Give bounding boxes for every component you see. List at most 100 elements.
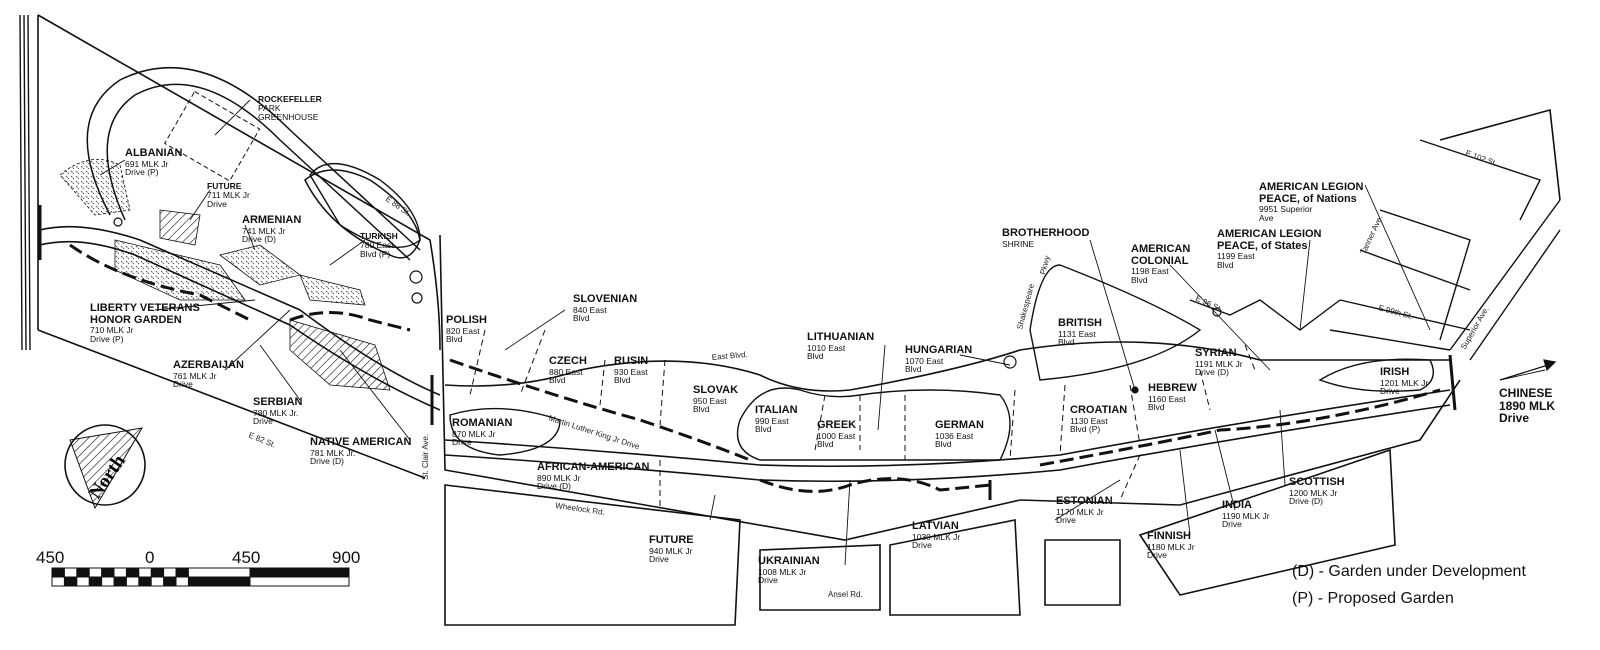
garden-address-line: Drive — [912, 540, 932, 551]
garden-name: FUTURE — [649, 534, 694, 546]
garden-address-line: Blvd — [614, 375, 631, 386]
garden-name: LIBERTY VETERANS — [90, 302, 200, 314]
road-e96: E 96 St. — [1194, 294, 1224, 314]
garden-address-line: 840 East — [573, 304, 607, 315]
park-boundary — [37, 14, 1561, 541]
garden-name: ALBANIAN — [125, 147, 183, 159]
scale-check — [76, 567, 90, 578]
garden-name: AMERICAN LEGION — [1217, 228, 1322, 240]
hatched-gardens — [59, 159, 391, 391]
garden-name: UKRAINIAN — [758, 555, 820, 567]
garden-address-line: GREENHOUSE — [258, 111, 319, 122]
garden-address-line: Blvd — [549, 375, 566, 386]
scale-tick-3: 900 — [332, 548, 361, 567]
scale-check — [150, 567, 165, 578]
garden-address-line: Blvd (P) — [360, 248, 391, 259]
garden-address-line: Drive — [452, 437, 472, 448]
garden-name: FUTURE — [207, 181, 242, 191]
road-eastblvd: East Blvd. — [711, 350, 748, 362]
legend-development: (D) - Garden under Development — [1292, 563, 1526, 580]
scale-bar — [51, 567, 350, 587]
garden-address-line: 780 MLK Jr. — [253, 407, 299, 418]
garden-address-line: Blvd — [693, 404, 710, 415]
lower-lots — [444, 448, 1396, 626]
scale-check — [175, 567, 189, 578]
garden-name: ARMENIAN — [242, 214, 302, 226]
garden-name: AFRICAN-AMERICAN — [537, 461, 650, 473]
greenhouse-lot — [164, 90, 261, 182]
garden-address-line: 1198 East — [1131, 266, 1169, 277]
garden-address-line: 1036 East — [935, 430, 974, 441]
scale-tick-0: 450 — [36, 548, 65, 567]
scale-segment — [249, 567, 350, 578]
garden-address-line: Drive — [207, 198, 227, 209]
garden-name: SERBIAN — [253, 396, 303, 408]
scale-check — [63, 576, 78, 587]
garden-name: LITHUANIAN — [807, 331, 875, 343]
garden-name: POLISH — [446, 314, 487, 326]
garden-name: NATIVE AMERICAN — [310, 436, 412, 448]
garden-address-line: 880 East — [549, 366, 583, 377]
garden-name: ITALIAN — [755, 404, 798, 416]
scale-check — [51, 567, 65, 578]
road-shakespeare: Shakespeare — [1015, 282, 1036, 330]
garden-address-line: Blvd (P) — [1070, 424, 1101, 435]
garden-address-line: 1201 MLK Jr — [1380, 377, 1429, 388]
garden-address-line: Drive (P) — [125, 167, 159, 178]
garden-address-line: Blvd — [1058, 337, 1075, 348]
garden-address-line: Drive — [649, 554, 669, 565]
garden-name: CHINESE — [1499, 386, 1553, 400]
garden-address-line: 1200 MLK Jr — [1289, 487, 1338, 498]
garden-address-line: 1131 East — [1058, 328, 1096, 339]
garden-name: SLOVAK — [693, 384, 739, 396]
garden-address-line: 930 East — [614, 366, 648, 377]
garden-address-line: 940 MLK Jr — [649, 545, 693, 556]
garden-address-line: 691 MLK Jr — [125, 158, 169, 169]
scale-segment — [200, 576, 251, 587]
garden-address-line: 761 MLK Jr — [173, 370, 217, 381]
road-e99: E 99th St. — [1377, 303, 1413, 321]
garden-address-line: 781 MLK Jr. — [310, 447, 356, 458]
garden-address-line: Ave — [1259, 213, 1274, 224]
garden-address-line: Drive (D) — [537, 481, 571, 492]
legend-proposed: (P) - Proposed Garden — [1292, 590, 1454, 607]
garden-address-line: Drive — [1380, 386, 1400, 397]
garden-address-line: Drive (D) — [1195, 367, 1229, 378]
garden-address-line: SHRINE — [1002, 238, 1035, 249]
garden-address-line: 1130 East — [1070, 415, 1108, 426]
garden-address-line: 741 MLK Jr — [242, 225, 286, 236]
road-islands — [309, 163, 1434, 461]
scale-check — [125, 567, 140, 578]
garden-address-line: Blvd — [905, 364, 922, 375]
garden-name: HEBREW — [1148, 382, 1197, 394]
garden-address-line: 1008 MLK Jr — [758, 566, 807, 577]
garden-name: AMERICAN — [1131, 243, 1191, 255]
garden-address-line: Drive — [1147, 550, 1167, 561]
scale-check — [101, 567, 115, 578]
street-grid — [1189, 139, 1561, 361]
bridges — [38, 205, 1457, 500]
garden-name: BROTHERHOOD — [1002, 227, 1090, 239]
railway — [19, 14, 31, 351]
